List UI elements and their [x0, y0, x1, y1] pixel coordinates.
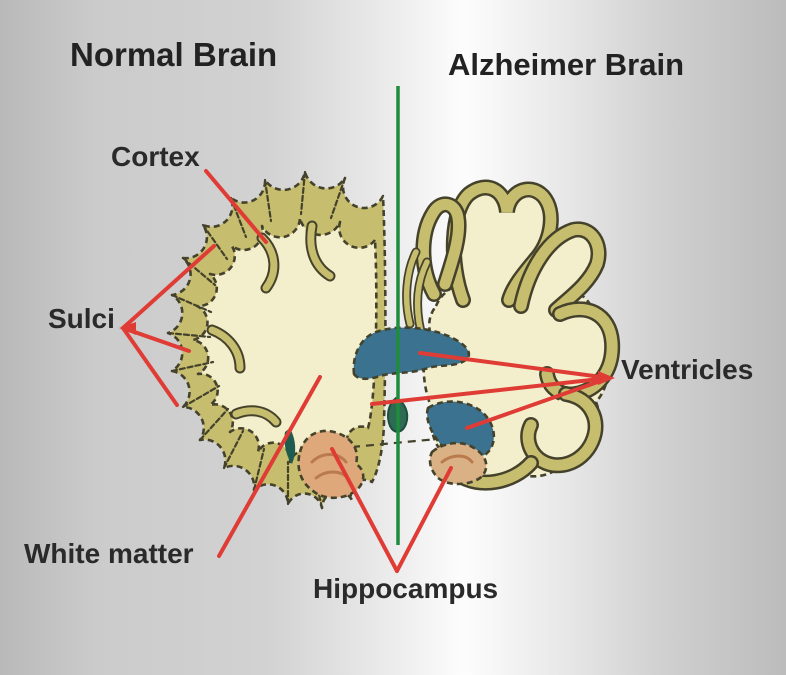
white-matter-pointer-line — [217, 375, 322, 558]
sulci-pointer-line-3 — [121, 326, 179, 407]
alzheimer-gyri-ribbons — [402, 179, 621, 491]
sulci-arrowhead — [119, 322, 136, 335]
hippocampus-connector-line — [351, 436, 449, 449]
central-structures — [284, 326, 496, 500]
ventricles-pointer-line-3 — [465, 376, 611, 430]
alzheimer-hemisphere — [402, 179, 621, 491]
normal-brain-title: Normal Brain — [70, 36, 278, 73]
normal-hemisphere — [166, 170, 387, 510]
hippocampus-pointer-line-1 — [330, 447, 399, 573]
lateral-ventricle-shape — [352, 326, 471, 381]
ventricles-label: Ventricles — [621, 354, 754, 385]
sulci-pointer-line-1 — [121, 244, 216, 330]
sulci-label: Sulci — [48, 303, 115, 334]
normal-inner-gyri-folds — [206, 220, 336, 428]
hippocampus-right-shape — [428, 441, 488, 486]
ventricles-arrowhead — [598, 371, 615, 385]
white-matter-label: White matter — [24, 538, 194, 569]
normal-sulci-creases — [166, 170, 347, 510]
alzheimer-brain-title: Alzheimer Brain — [448, 47, 685, 82]
cortex-pointer-line — [204, 169, 268, 244]
ventricles-pointer-line-1 — [418, 351, 611, 380]
hippocampus-pointer-line-2 — [395, 466, 453, 573]
ventricles-pointer-line-2 — [370, 376, 611, 406]
cortex-label: Cortex — [111, 141, 200, 172]
annotation-lines — [121, 169, 611, 573]
hippocampus-label: Hippocampus — [313, 573, 499, 604]
